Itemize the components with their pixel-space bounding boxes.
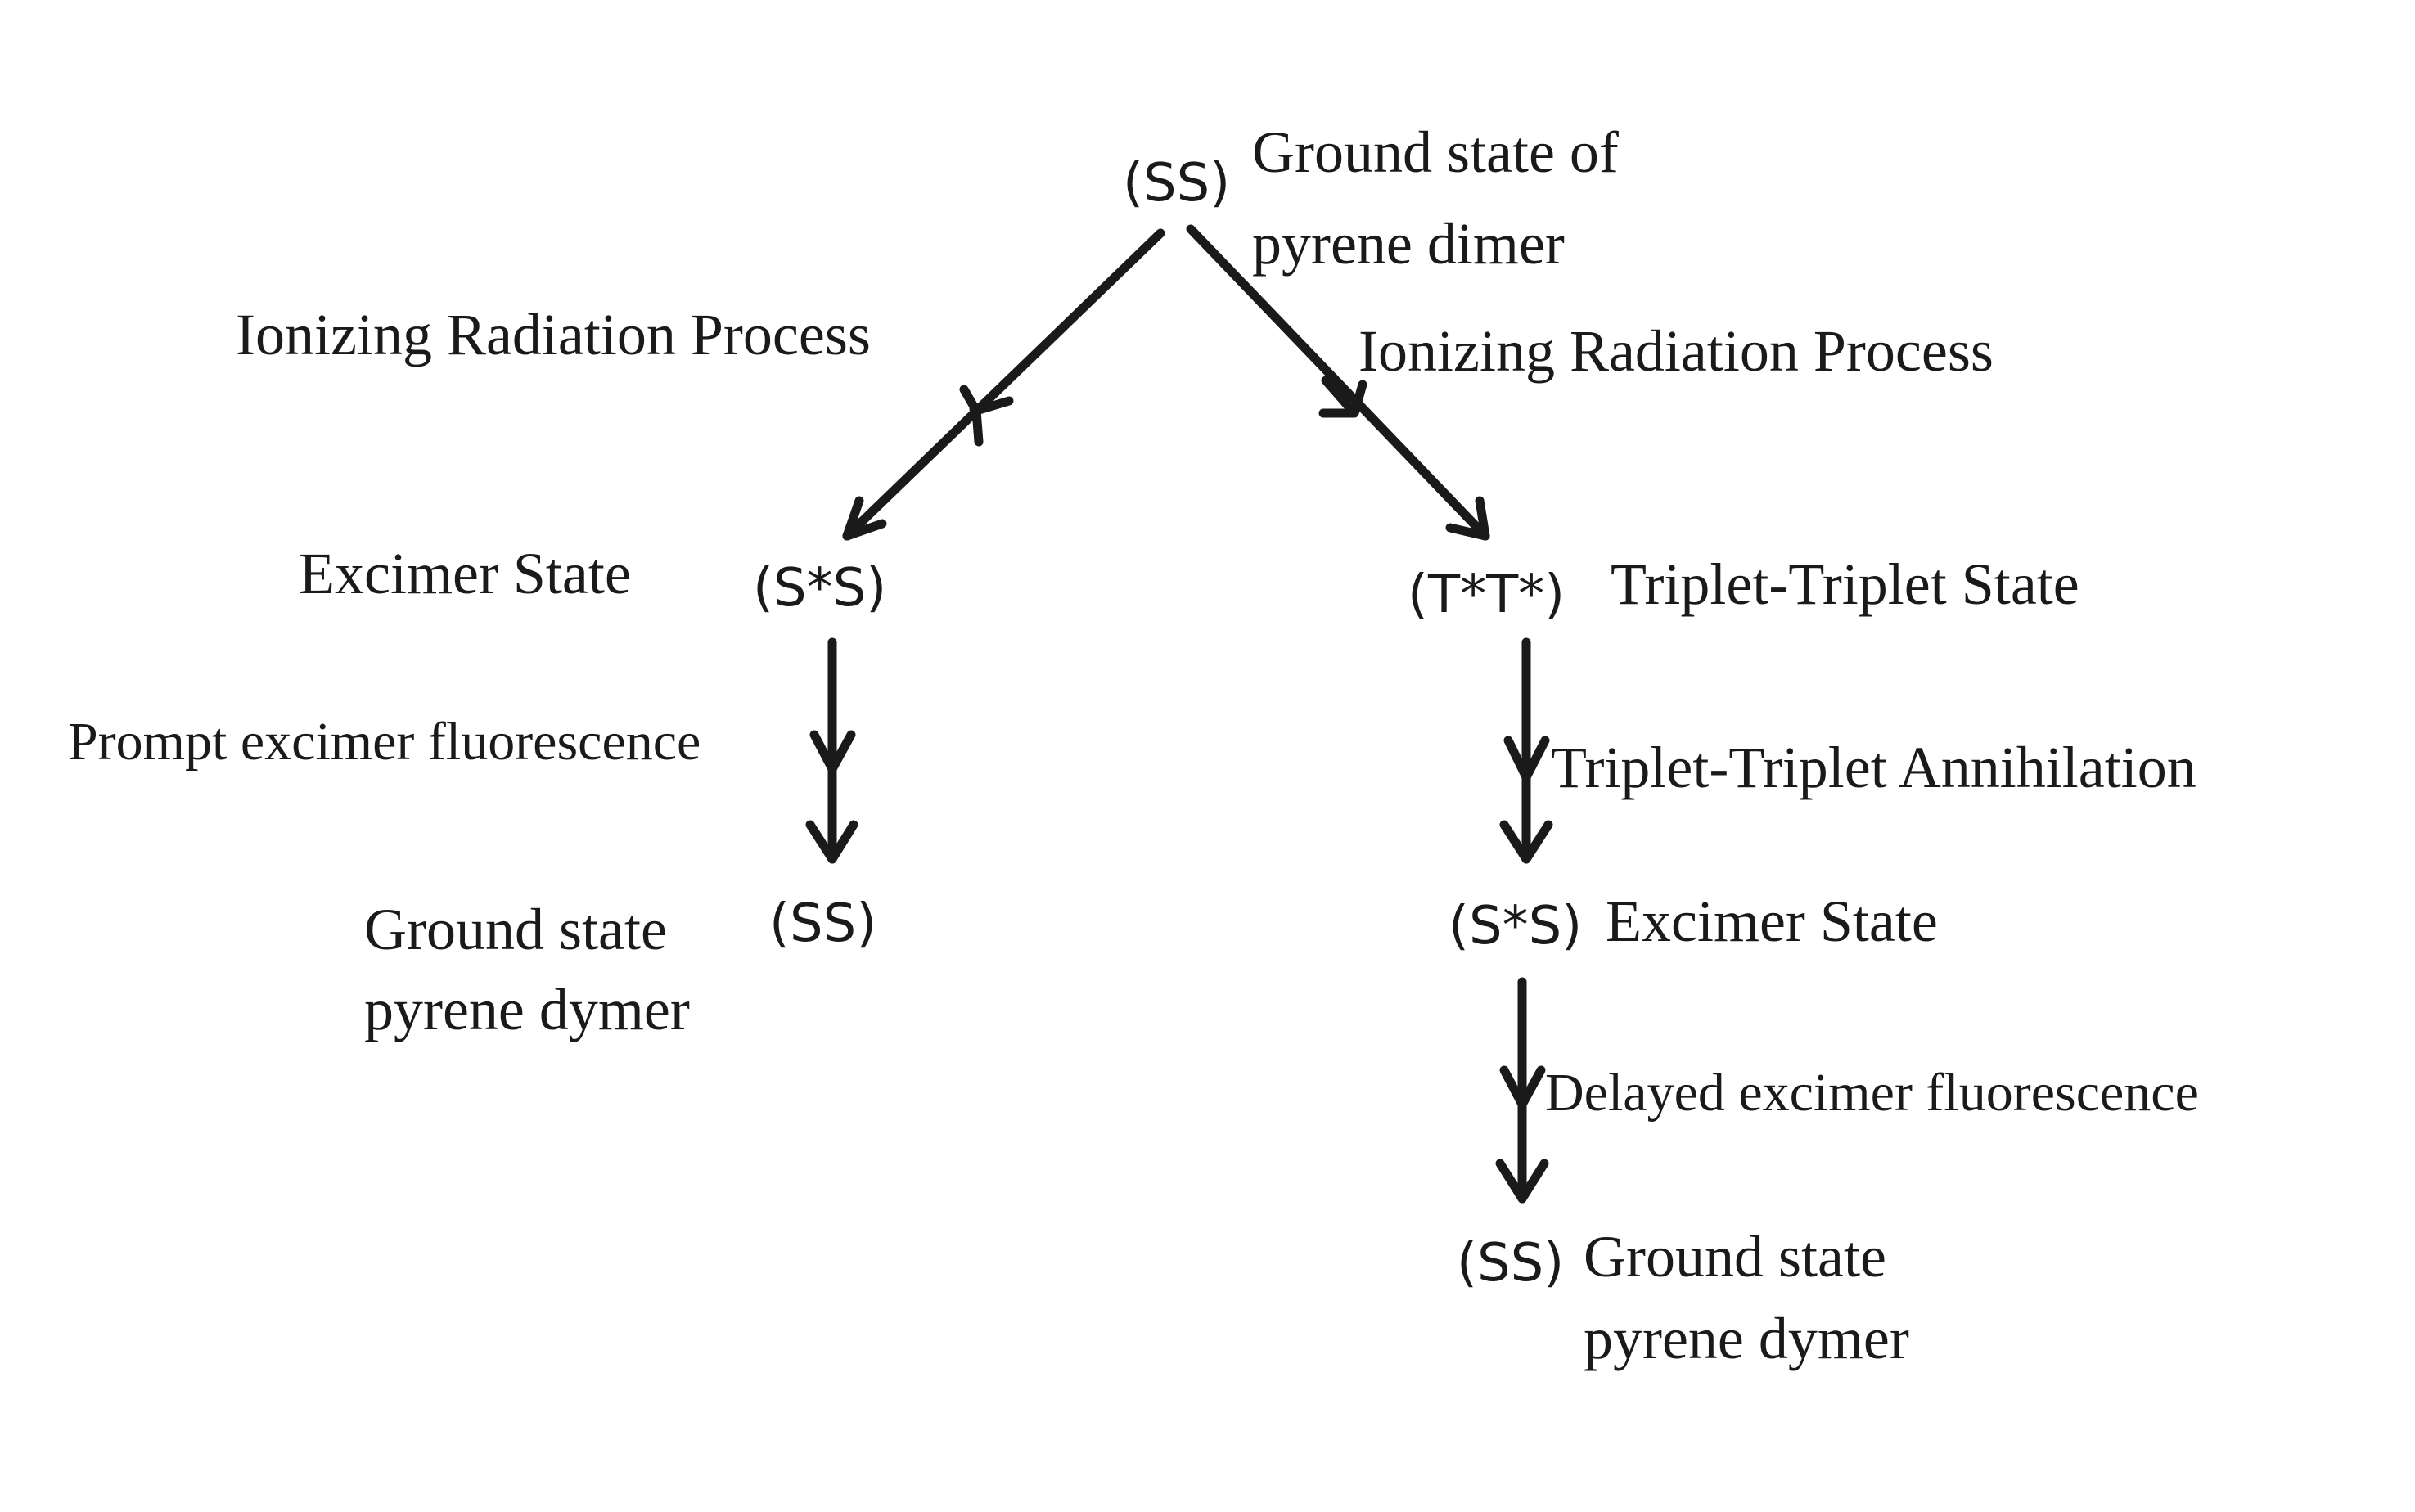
left-ionizing-label: Ionizing Radiation Process <box>236 302 871 367</box>
left-excimer-label: Excimer State <box>299 541 631 606</box>
left-ground-label-line1: Ground state <box>364 897 667 962</box>
top-ground-state-label-line1: Ground state of <box>1252 119 1619 185</box>
left-ionizing-arrow <box>847 233 1160 536</box>
right-ground-label-line2: pyrene dymer <box>1584 1306 1909 1371</box>
right-triplet-symbol: (T*T*) <box>1408 565 1565 625</box>
delayed-fluorescence-arrow <box>1500 982 1544 1199</box>
right-excimer-symbol: (S*S) <box>1449 896 1582 956</box>
top-ground-state-label-line2: pyrene dimer <box>1252 211 1565 277</box>
triplet-annihilation-arrow <box>1504 642 1548 859</box>
right-ground-label-line1: Ground state <box>1584 1224 1886 1289</box>
right-ground-symbol: (SS) <box>1457 1233 1564 1294</box>
prompt-fluorescence-label: Prompt excimer fluorescence <box>68 712 701 772</box>
left-ground-symbol: (SS) <box>769 893 876 954</box>
triplet-annihilation-label: Triplet-Triplet Annihilation <box>1551 735 2196 800</box>
left-ground-label-line2: pyrene dymer <box>364 977 690 1042</box>
right-triplet-label: Triplet-Triplet State <box>1611 551 2079 617</box>
right-ionizing-label: Ionizing Radiation Process <box>1358 318 1994 384</box>
prompt-fluorescence-arrow <box>810 642 854 859</box>
right-excimer-label: Excimer State <box>1606 889 1938 954</box>
left-excimer-symbol: (S*S) <box>753 558 886 619</box>
delayed-fluorescence-label: Delayed excimer fluorescence <box>1545 1063 2199 1123</box>
top-ground-state-symbol: (SS) <box>1123 153 1230 214</box>
